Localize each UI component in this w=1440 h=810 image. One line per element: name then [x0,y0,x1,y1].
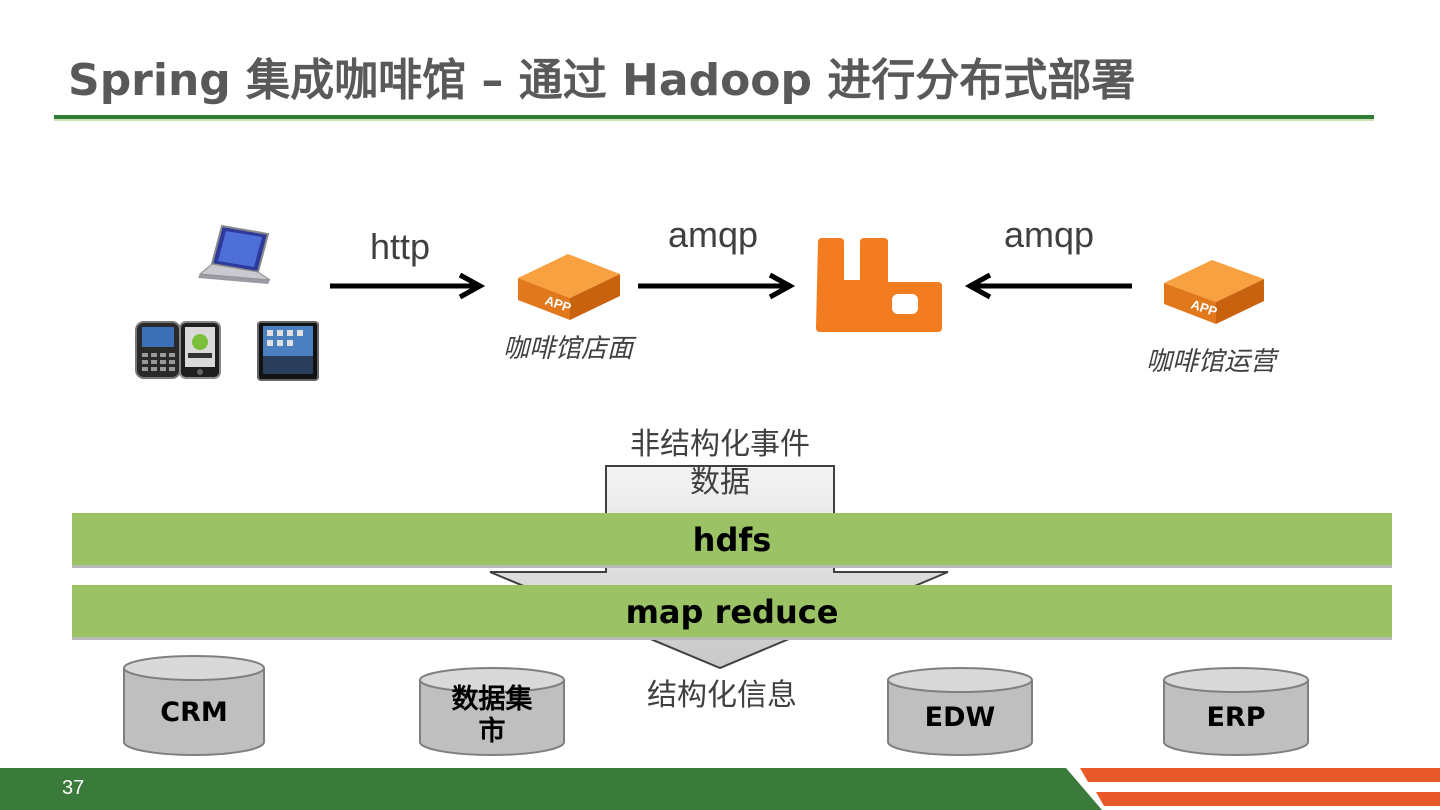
amqp-right-arrow [964,272,1132,300]
title-divider-shadow [54,119,1374,121]
android-phone-icon [179,321,221,379]
amqp-left-label: amqp [668,214,759,255]
tablet-icon [257,321,319,381]
laptop-icon [198,224,271,284]
title-divider [54,115,1374,119]
http-label: http [370,226,431,267]
unstructured-data-line1: 非结构化事件 [630,427,810,462]
edw-label: EDW [924,702,996,733]
blackberry-phone-icon [135,321,181,379]
crm-label: CRM [160,697,228,728]
mapreduce-label: map reduce [625,593,839,631]
erp-label: ERP [1206,702,1266,733]
datamart-label-line1: 数据集 [451,684,533,715]
http-arrow [330,272,486,300]
operations-app-box-icon: APP [1164,260,1264,324]
footer-stripes-decoration [1066,768,1440,810]
edw-database-icon [887,667,1033,756]
store-caption: 咖啡馆店面 [503,334,634,364]
slide-title: Spring 集成咖啡馆 – 通过 Hadoop 进行分布式部署 [68,55,1136,106]
hdfs-label: hdfs [692,521,772,559]
crm-database-icon [123,655,265,756]
erp-database-icon [1163,667,1309,756]
rabbitmq-logo-icon [816,238,942,332]
page-number: 37 [62,777,85,799]
unstructured-data-label: 非结构化事件 数据 [606,426,834,502]
structured-info-label: 结构化信息 [647,678,797,713]
datamart-label: 数据集 市 [418,684,566,749]
unstructured-data-line2: 数据 [690,465,750,500]
amqp-left-arrow [638,272,796,300]
operations-caption: 咖啡馆运营 [1146,347,1277,377]
hdfs-band: hdfs [72,513,1392,568]
datamart-database-icon [419,667,565,756]
store-app-box-icon: APP [518,254,620,320]
mapreduce-band: map reduce [72,585,1392,640]
amqp-right-label: amqp [1004,214,1095,255]
datamart-label-line2: 市 [478,716,506,748]
